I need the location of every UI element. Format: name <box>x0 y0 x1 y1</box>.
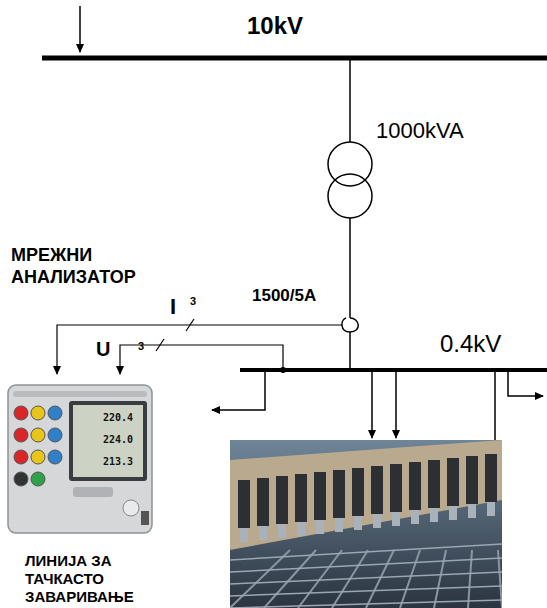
feeder <box>395 370 397 438</box>
wire-count: 3 <box>138 340 144 352</box>
node-heading: ЛИНИЈА ЗА ТАЧКАСТО ЗАВАРИВАЊЕ <box>25 552 147 606</box>
display-reading: 213.3 <box>103 456 133 467</box>
signal-name: U <box>96 338 110 361</box>
busbar <box>240 368 547 372</box>
analyzer-device: МРЕЖНИ АНАЛИЗАТОР 220.4 224.0 213.3 <box>5 245 157 537</box>
feeder <box>212 370 265 410</box>
bus-voltage: 10kV <box>247 12 303 40</box>
feeder <box>508 370 543 396</box>
supply-arrow <box>79 6 81 52</box>
node-heading: МРЕЖНИ АНАЛИЗАТОР <box>11 245 151 288</box>
ct-ratio: 1500/5A <box>252 286 316 306</box>
feeder <box>371 370 373 438</box>
current-transformer <box>342 318 358 332</box>
busbar <box>42 56 547 61</box>
transformer-winding <box>328 174 372 218</box>
display-reading: 220.4 <box>103 412 133 423</box>
welding-line-picture <box>230 440 502 608</box>
wire-count: 3 <box>190 295 196 307</box>
display-reading: 224.0 <box>103 434 133 445</box>
current-wire <box>57 325 342 374</box>
signal-name: I <box>170 294 176 320</box>
voltage-wire <box>120 345 283 374</box>
bus-voltage: 0.4kV <box>440 330 501 358</box>
transformer-rating: 1000kVA <box>376 118 464 144</box>
welding-line-photo: ЛИНИЈА ЗА ТАЧКАСТО ЗАВАРИВАЊЕ <box>230 440 502 608</box>
